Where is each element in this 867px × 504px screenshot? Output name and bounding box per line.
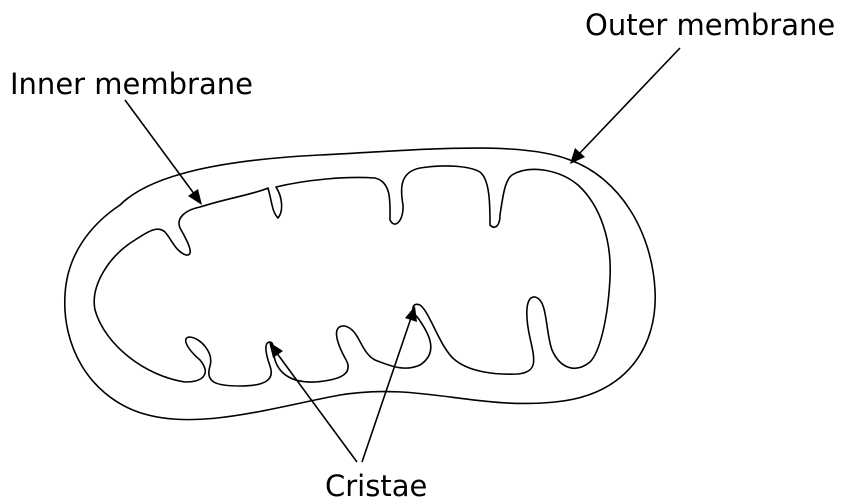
cristae-pointer-left — [276, 352, 357, 462]
inner-membrane-label: Inner membrane — [10, 67, 253, 101]
inner-membrane-outline — [94, 166, 610, 386]
cristae-pointer-right — [362, 318, 411, 462]
cristae-label: Cristae — [325, 469, 427, 503]
outer-membrane-outline — [65, 148, 655, 420]
outer-membrane-label: Outer membrane — [585, 8, 835, 42]
cristae-arrowhead-left — [269, 342, 283, 358]
cristae-arrowhead-right — [405, 306, 417, 322]
inner-membrane-arrowhead — [188, 189, 202, 205]
outer-membrane-pointer — [578, 48, 680, 155]
